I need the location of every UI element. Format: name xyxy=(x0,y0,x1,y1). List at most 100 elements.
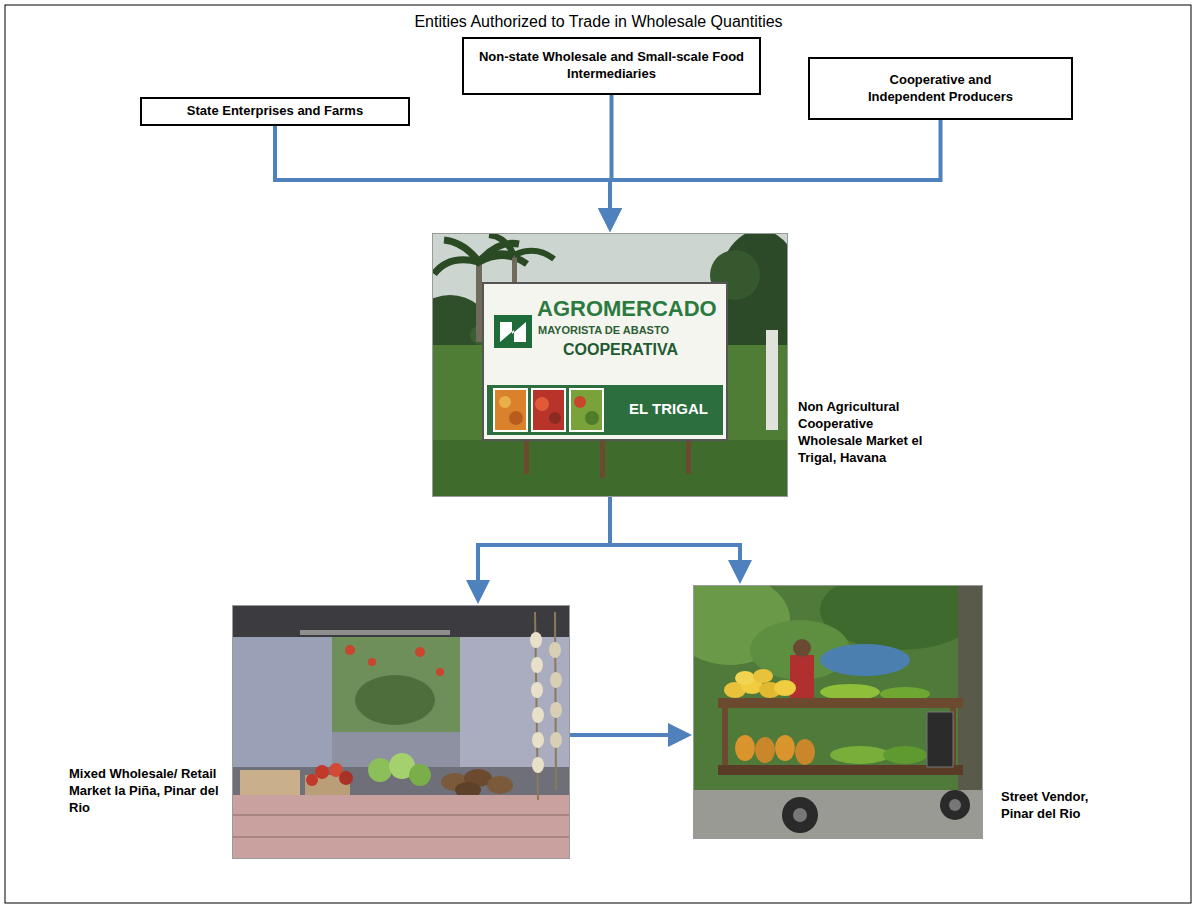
flow-arrow xyxy=(478,497,610,592)
market-stall-photo-part xyxy=(355,675,435,725)
figure-frame xyxy=(5,5,1191,903)
vendor-cart-photo-part xyxy=(820,644,910,676)
market-stall-photo-part xyxy=(415,647,425,657)
billboard-photo-part xyxy=(487,385,723,435)
billboard-photo-part xyxy=(570,389,603,431)
diagram-title: Entities Authorized to Trade in Wholesal… xyxy=(0,13,1197,31)
source-box: Non-state Wholesale and Small-scale Food… xyxy=(462,37,761,95)
market-photo: AGROMERCADO MAYORISTA DE ABASTO COOPERATIV… xyxy=(432,233,788,497)
billboard-text: MAYORISTA DE ABASTO xyxy=(538,324,669,337)
market-stall-photo-part xyxy=(530,632,542,648)
box-label: Cooperative and Independent Producers xyxy=(851,72,1031,106)
billboard-text: EL TRIGAL xyxy=(629,400,708,418)
billboard-photo-part xyxy=(549,412,561,424)
vendor-cart-photo-part xyxy=(755,737,775,763)
vendor-cart-photo-part xyxy=(949,799,961,811)
market-stall-photo-part xyxy=(345,645,355,655)
billboard-photo-part xyxy=(509,411,523,425)
market-stall-photo-part xyxy=(550,672,562,688)
vendor-cart-photo-part xyxy=(793,639,811,657)
flow-arrow xyxy=(570,733,680,737)
market-stall-photo-part xyxy=(232,605,570,637)
billboard-photo-part xyxy=(483,283,727,440)
market-stall-photo-part xyxy=(368,758,392,782)
billboard-photo-part xyxy=(574,396,586,408)
market-stall-photo-part xyxy=(531,657,543,673)
market-stall-photo-part xyxy=(436,668,444,676)
photo-caption: Mixed Wholesale/ Retail Market la Piña, … xyxy=(69,766,221,817)
vendor-cart-photo-part xyxy=(735,735,755,761)
vendor-cart-photo-part xyxy=(775,735,795,761)
vendor-cart-photo-part xyxy=(693,790,983,839)
vendor-cart-photo-part xyxy=(753,669,773,683)
billboard-photo-part xyxy=(476,235,554,265)
flow-arrow xyxy=(275,126,610,220)
billboard-photo-part xyxy=(494,315,532,348)
market-stall-photo-part xyxy=(487,776,513,794)
market-stall-photo-part xyxy=(332,637,460,732)
vendor-cart-photo-part xyxy=(722,708,728,768)
market-stall-photo-part xyxy=(532,732,544,748)
billboard-photo-part xyxy=(686,438,691,474)
market-stall-photo-part xyxy=(555,612,556,790)
market-stall-photo-part xyxy=(232,814,570,816)
market-stall-photo xyxy=(232,605,570,859)
vendor-cart-photo-part xyxy=(795,739,815,765)
vendor-cart-photo-part xyxy=(782,797,818,833)
photo-caption: Non Agricultural Cooperative Wholesale M… xyxy=(798,399,928,467)
market-stall-photo-part xyxy=(532,757,544,773)
flow-arrow xyxy=(610,120,941,220)
box-label: State Enterprises and Farms xyxy=(187,103,363,120)
billboard-photo xyxy=(432,233,788,497)
vendor-cart-photo-part xyxy=(793,808,807,822)
source-box: Cooperative and Independent Producers xyxy=(808,57,1073,120)
vendor-cart-photo-part xyxy=(718,698,963,708)
billboard-photo-part xyxy=(499,396,511,408)
vendor-cart-photo-part xyxy=(735,671,755,685)
billboard-photo-part xyxy=(432,440,788,497)
billboard-text: AGROMERCADO xyxy=(537,296,717,322)
market-photo: Mixed Wholesale/ Retail Market la Piña, … xyxy=(232,605,570,859)
market-stall-photo-part xyxy=(339,771,353,785)
vendor-cart-photo-part xyxy=(883,746,927,764)
flow-arrow xyxy=(610,497,740,572)
market-stall-photo-part xyxy=(549,642,561,658)
vendor-cart-photo-part xyxy=(790,655,814,700)
vendor-cart-photo-part xyxy=(940,790,970,820)
market-stall-photo-part xyxy=(368,658,376,666)
market-stall-photo-part xyxy=(306,774,318,786)
vendor-cart-photo xyxy=(693,585,983,839)
billboard-text: COOPERATIVA xyxy=(563,340,678,359)
billboard-photo-part xyxy=(532,389,565,431)
box-label: Non-state Wholesale and Small-scale Food… xyxy=(473,49,750,83)
billboard-photo-part xyxy=(494,389,527,431)
market-stall-photo-part xyxy=(300,630,450,635)
market-stall-photo-part xyxy=(550,732,562,748)
billboard-photo-part xyxy=(476,262,482,342)
billboard-photo-part xyxy=(500,322,526,342)
market-stall-photo-part xyxy=(531,682,543,698)
market-stall-photo-part xyxy=(232,836,570,838)
market-stall-photo-part xyxy=(232,605,570,859)
vendor-photo: Street Vendor, Pinar del Rio xyxy=(693,585,983,839)
vendor-cart-photo-part xyxy=(774,680,796,696)
photo-caption: Street Vendor, Pinar del Rio xyxy=(1001,789,1121,823)
billboard-photo-part xyxy=(600,438,605,478)
vendor-cart-photo-part xyxy=(927,712,953,767)
market-stall-photo-part xyxy=(232,795,570,859)
market-stall-photo-part xyxy=(550,702,562,718)
vendor-cart-photo-part xyxy=(830,746,890,764)
market-stall-photo-part xyxy=(240,770,300,795)
vendor-cart-photo-part xyxy=(718,765,963,775)
market-stall-photo-part xyxy=(232,637,332,767)
billboard-photo-part xyxy=(766,330,778,430)
billboard-photo-part xyxy=(524,438,529,474)
billboard-photo-part xyxy=(585,411,599,425)
market-stall-photo-part xyxy=(460,637,570,767)
vendor-cart-photo-part xyxy=(820,684,880,700)
market-stall-photo-part xyxy=(532,707,544,723)
billboard-photo-part xyxy=(535,397,549,411)
market-stall-photo-part xyxy=(409,764,431,786)
source-box: State Enterprises and Farms xyxy=(140,97,410,126)
